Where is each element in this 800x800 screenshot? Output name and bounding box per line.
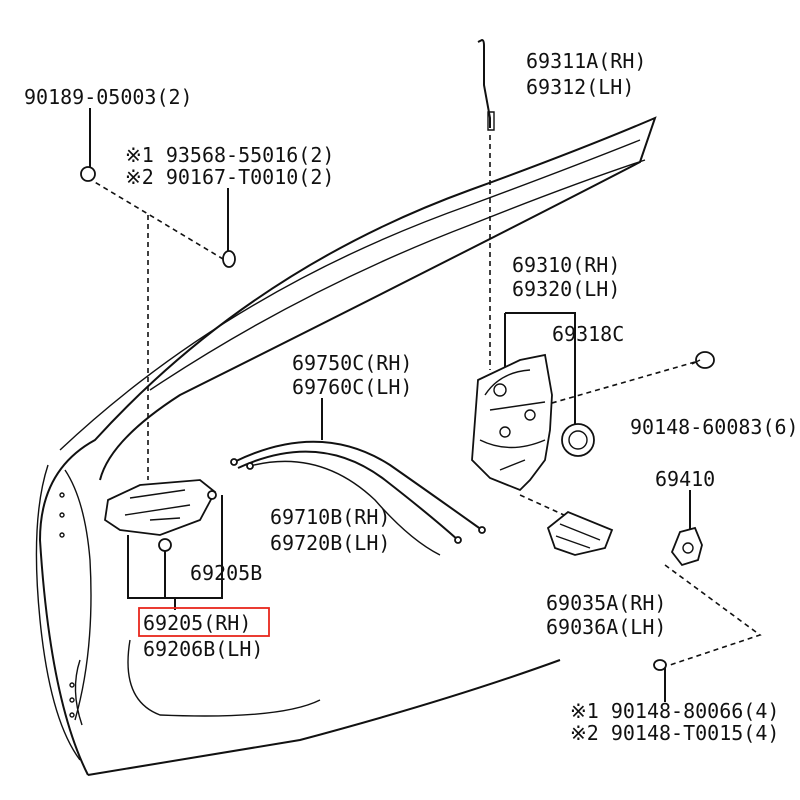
label-69036a: 69036A(LH) [546, 615, 666, 639]
label-93568: ※1 93568-55016(2) [125, 143, 334, 167]
lock-cover-69318c [561, 423, 595, 457]
label-69320: 69320(LH) [512, 277, 620, 301]
door-outline [35, 116, 657, 776]
label-90167: ※2 90167-T0010(2) [125, 165, 334, 189]
label-69710b: 69710B(RH) [270, 505, 390, 529]
label-90148-60083: 90148-60083(6) [630, 415, 799, 439]
label-69760c: 69760C(LH) [292, 375, 412, 399]
label-69206b: 69206B(LH) [143, 637, 263, 661]
cables-69750c-69710b [230, 440, 486, 556]
screw-93568 [222, 250, 236, 268]
label-69318c: 69318C [552, 322, 624, 346]
label-69750c: 69750C(RH) [292, 351, 412, 375]
label-69035a: 69035A(RH) [546, 591, 666, 615]
label-69311a: 69311A(RH) [526, 49, 646, 73]
label-69205: 69205(RH) [143, 611, 251, 635]
label-90148-80066: ※1 90148-80066(4) [570, 699, 779, 723]
door-lock-assembly-69310 [471, 353, 553, 492]
highlight-box-69205 [138, 607, 270, 637]
screw-90148-60083 [691, 351, 715, 369]
bolt-90189 [80, 166, 96, 182]
label-69310: 69310(RH) [512, 253, 620, 277]
striker-69410 [670, 526, 703, 567]
label-90189: 90189-05003(2) [24, 85, 193, 109]
label-69312: 69312(LH) [526, 75, 634, 99]
label-69720b: 69720B(LH) [270, 531, 390, 555]
label-90148-t0015: ※2 90148-T0015(4) [570, 721, 779, 745]
dashed-leaders [87, 135, 762, 666]
label-69410: 69410 [655, 467, 715, 491]
lock-rod-69311a [477, 38, 495, 131]
label-69205b: 69205B [190, 561, 262, 585]
screw-90148-80066 [653, 659, 667, 671]
inside-handle-69205 [104, 479, 217, 552]
control-module-69035a [546, 510, 614, 556]
